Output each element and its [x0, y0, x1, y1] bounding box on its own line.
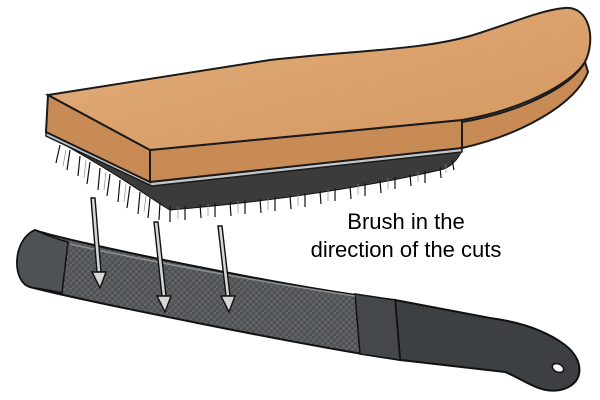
brush-handle-end [461, 59, 590, 150]
caption-line-1: Brush in the [347, 209, 465, 234]
arrow-2 [153, 221, 173, 314]
file [16, 228, 581, 392]
file-tang-hole [551, 362, 565, 374]
file-tang [393, 298, 581, 392]
caption-line-2: direction of the cuts [310, 237, 502, 262]
brush-wood-top [44, 6, 592, 152]
file-tip [16, 229, 69, 294]
file-heel [354, 293, 401, 361]
direction-arrows [90, 197, 237, 314]
caption: Brush in the direction of the cuts [286, 208, 526, 264]
arrow-3 [217, 225, 237, 314]
arrow-1 [90, 197, 108, 290]
wire-brush [44, 6, 592, 222]
